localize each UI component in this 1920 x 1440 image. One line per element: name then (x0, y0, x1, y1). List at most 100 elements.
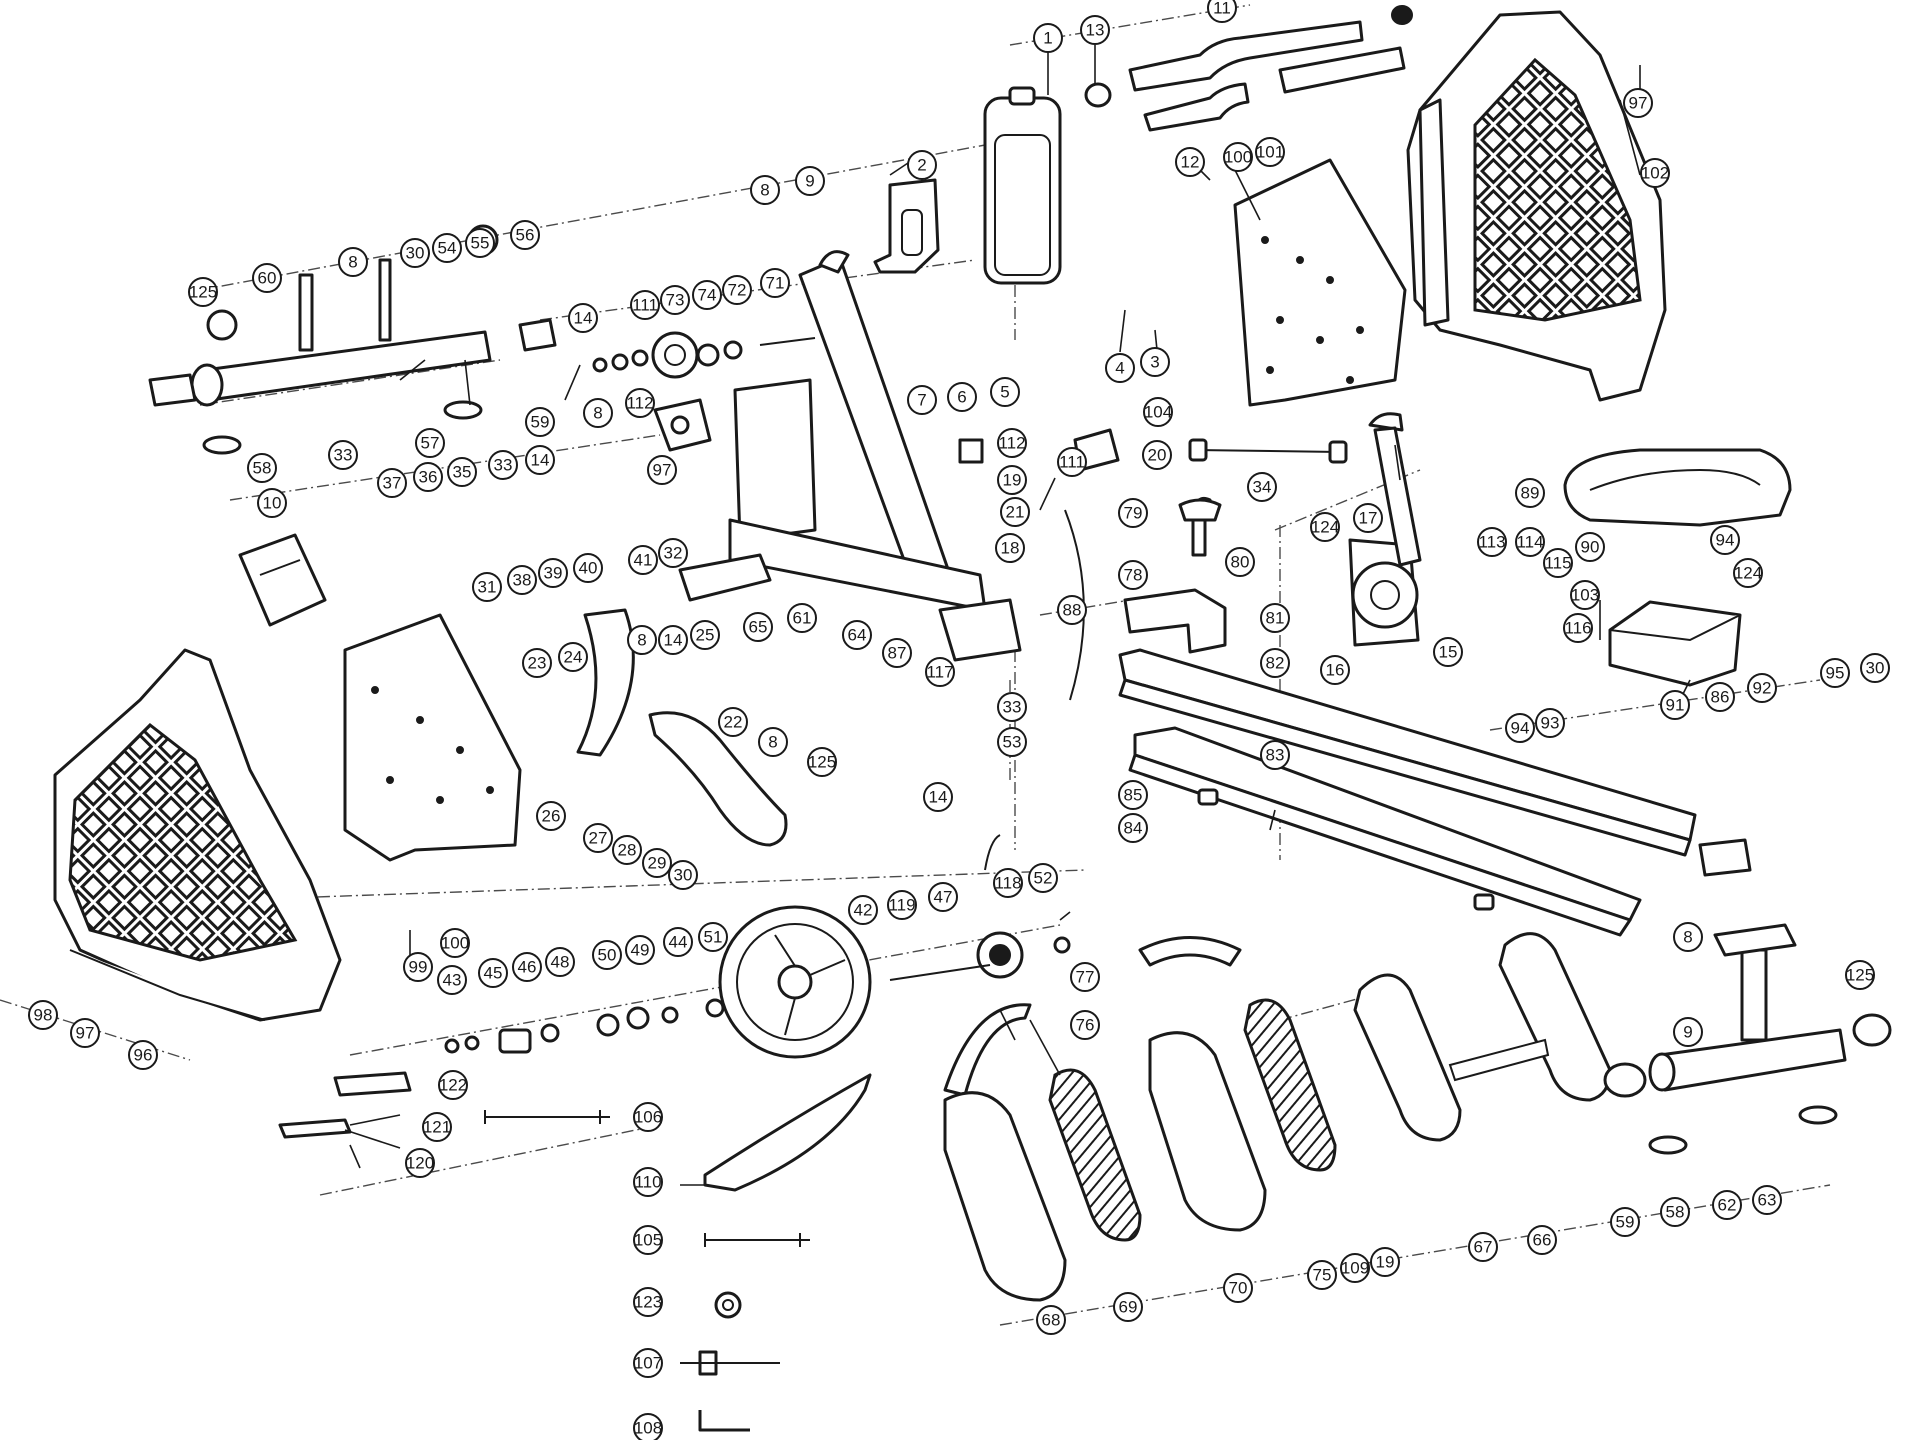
svg-text:10: 10 (263, 494, 282, 513)
callout-103: 103 (1570, 580, 1600, 610)
callout-112b: 112 (997, 428, 1027, 458)
callout-30b: 30 (668, 860, 698, 890)
callout-30c: 30 (1860, 653, 1890, 683)
callout-85: 85 (1118, 780, 1148, 810)
part-guard-arc (943, 936, 1242, 1097)
svg-text:33: 33 (1003, 698, 1022, 717)
svg-text:42: 42 (854, 901, 873, 920)
svg-text:94: 94 (1511, 719, 1530, 738)
callout-50: 50 (592, 940, 622, 970)
callout-29: 29 (642, 848, 672, 878)
svg-text:45: 45 (484, 964, 503, 983)
svg-text:11: 11 (1213, 0, 1231, 18)
callout-78: 78 (1118, 560, 1148, 590)
svg-text:61: 61 (793, 609, 812, 628)
callouts: 1 2 3 4 5 6 7 8 8 8 8 8 8 9 9 10 11 12 1… (28, 0, 1890, 1440)
svg-text:15: 15 (1439, 643, 1458, 662)
callout-54: 54 (432, 233, 462, 263)
svg-text:13: 13 (1086, 21, 1105, 40)
part-tension-knob (1178, 498, 1222, 557)
part-side-panel-right (1233, 158, 1407, 407)
svg-text:57: 57 (421, 434, 440, 453)
callout-8a: 8 (750, 175, 780, 205)
callout-122: 122 (438, 1070, 468, 1100)
callout-59b: 59 (1610, 1207, 1640, 1237)
callout-33c: 33 (997, 692, 1027, 722)
svg-text:98: 98 (34, 1006, 53, 1025)
callout-62: 62 (1712, 1190, 1742, 1220)
svg-text:32: 32 (664, 544, 683, 563)
callout-4: 4 (1105, 353, 1135, 383)
callout-27: 27 (583, 823, 613, 853)
svg-text:125: 125 (808, 753, 836, 772)
callout-118: 118 (993, 868, 1023, 898)
callout-20: 20 (1142, 440, 1172, 470)
svg-text:97: 97 (653, 461, 672, 480)
svg-text:36: 36 (419, 468, 438, 487)
callout-120: 120 (405, 1148, 435, 1178)
svg-text:83: 83 (1266, 746, 1285, 765)
part-handlebar-upper (1128, 20, 1406, 132)
callout-52: 52 (1028, 863, 1058, 893)
callout-106: 106 (633, 1102, 663, 1132)
part-crossbar-rear (1603, 923, 1892, 1098)
part-pin (680, 1350, 780, 1376)
part-seat (1563, 448, 1792, 527)
callout-84: 84 (1118, 813, 1148, 843)
callout-31: 31 (472, 572, 502, 602)
svg-text:4: 4 (1115, 359, 1124, 378)
part-leveling-foot (202, 400, 1838, 1155)
callout-58b: 58 (1660, 1197, 1690, 1227)
svg-text:66: 66 (1533, 1231, 1552, 1250)
part-flywheel (718, 905, 872, 1059)
callout-109: 109 (1340, 1253, 1370, 1283)
svg-text:114: 114 (1516, 533, 1543, 552)
svg-text:17: 17 (1359, 509, 1378, 528)
callout-97c: 97 (70, 1018, 100, 1048)
callout-8c: 8 (583, 398, 613, 428)
svg-text:3: 3 (1150, 353, 1159, 372)
callout-88: 88 (1057, 595, 1087, 625)
callout-125c: 125 (1845, 960, 1875, 990)
callout-65: 65 (743, 612, 773, 642)
svg-text:104: 104 (1144, 403, 1172, 422)
part-pedal-plate (1353, 932, 1612, 1142)
callout-55: 55 (465, 228, 495, 258)
callout-73: 73 (660, 285, 690, 315)
svg-text:49: 49 (631, 941, 650, 960)
svg-text:14: 14 (574, 309, 593, 328)
svg-text:14: 14 (531, 451, 550, 470)
svg-text:112: 112 (626, 394, 653, 413)
callout-34: 34 (1247, 472, 1277, 502)
callout-23: 23 (522, 648, 552, 678)
callout-124a: 124 (1310, 512, 1340, 542)
svg-text:122: 122 (439, 1076, 467, 1095)
callout-102: 102 (1640, 158, 1670, 188)
callout-104: 104 (1143, 397, 1173, 427)
callout-67: 67 (1468, 1232, 1498, 1262)
svg-text:69: 69 (1119, 1298, 1138, 1317)
svg-text:59: 59 (531, 413, 550, 432)
svg-text:89: 89 (1521, 484, 1540, 503)
part-bushing (714, 1291, 742, 1319)
svg-text:97: 97 (76, 1024, 95, 1043)
svg-text:75: 75 (1313, 1266, 1332, 1285)
svg-text:99: 99 (409, 958, 428, 977)
svg-text:47: 47 (934, 888, 953, 907)
svg-text:50: 50 (598, 946, 617, 965)
svg-text:113: 113 (1478, 533, 1505, 552)
svg-text:74: 74 (698, 286, 717, 305)
svg-text:44: 44 (669, 933, 688, 952)
callout-89: 89 (1515, 478, 1545, 508)
callout-2: 2 (907, 150, 937, 180)
svg-text:103: 103 (1571, 586, 1599, 605)
svg-text:94: 94 (1716, 531, 1735, 550)
svg-text:9: 9 (805, 172, 814, 191)
callout-26: 26 (536, 801, 566, 831)
svg-text:12: 12 (1181, 153, 1200, 172)
part-end-cap-small (1084, 5, 1413, 108)
part-drive-belt (648, 711, 788, 847)
callout-39: 39 (538, 558, 568, 588)
svg-text:5: 5 (1000, 383, 1009, 402)
svg-text:8: 8 (1683, 928, 1692, 947)
